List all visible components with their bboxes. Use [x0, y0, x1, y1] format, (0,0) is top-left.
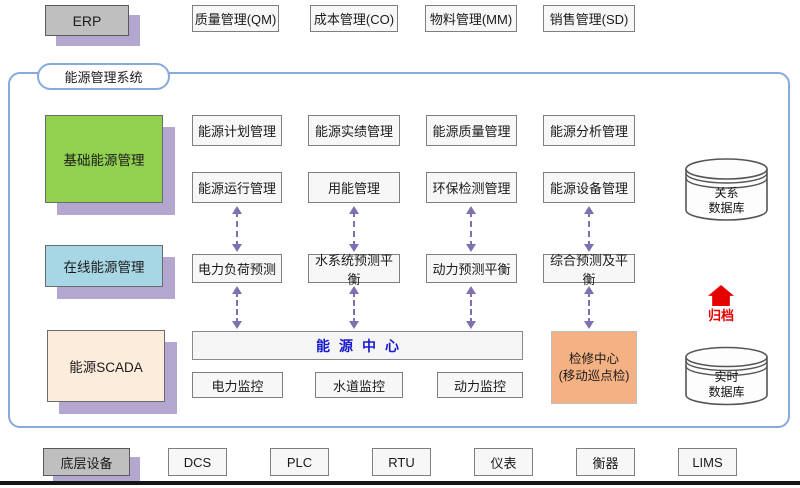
energy-use-mgmt-box: 用能管理: [308, 172, 400, 203]
flow-arrow-icon: [465, 286, 477, 329]
relational-db-line2: 数据库: [708, 201, 745, 215]
energy-analysis-mgmt-box: 能源分析管理: [543, 115, 635, 146]
power-load-forecast-box: 电力负荷预测: [192, 254, 282, 283]
flow-arrow-icon: [583, 206, 595, 252]
cost-mgmt-box: 成本管理(CO): [310, 5, 398, 32]
energy-center-bar: 能源中心: [192, 331, 523, 360]
dynamics-monitor-box: 动力监控: [437, 372, 523, 398]
scale-box: 衡器: [576, 448, 635, 476]
basic-energy-mgmt-block: 基础能源管理: [45, 115, 163, 203]
rtu-box: RTU: [372, 448, 431, 476]
energy-system-frame-label: 能源管理系统: [37, 63, 170, 90]
quality-mgmt-box: 质量管理(QM): [192, 5, 279, 32]
energy-system-frame: [8, 72, 790, 428]
energy-performance-mgmt-box: 能源实绩管理: [308, 115, 400, 146]
comprehensive-forecast-balance-box: 综合预测及平衡: [543, 253, 635, 287]
plc-box: PLC: [270, 448, 329, 476]
maintenance-center-line1: 检修中心: [568, 351, 619, 366]
realtime-db-line2: 数据库: [708, 385, 745, 399]
flow-arrow-icon: [465, 206, 477, 252]
lims-box: LIMS: [678, 448, 737, 476]
online-energy-mgmt-block: 在线能源管理: [45, 245, 163, 287]
water-monitor-box: 水道监控: [315, 372, 403, 398]
relational-database-label: 关系 数据库: [681, 186, 772, 216]
erp-box: ERP: [45, 5, 129, 36]
flow-arrow-icon: [231, 206, 243, 252]
realtime-database-label: 实时 数据库: [681, 370, 772, 400]
energy-operation-mgmt-box: 能源运行管理: [192, 172, 282, 203]
maintenance-center-line2: (移动巡点检): [558, 368, 630, 383]
relational-db-line1: 关系: [714, 186, 739, 200]
environment-monitor-mgmt-box: 环保检测管理: [426, 172, 517, 203]
power-forecast-balance-box: 动力预测平衡: [426, 254, 517, 283]
flow-arrow-icon: [348, 286, 360, 329]
dcs-box: DCS: [168, 448, 227, 476]
flow-arrow-icon: [583, 286, 595, 329]
energy-quality-mgmt-box: 能源质量管理: [426, 115, 517, 146]
maintenance-center-box: 检修中心 (移动巡点检): [551, 331, 637, 404]
material-mgmt-box: 物料管理(MM): [425, 5, 517, 32]
realtime-db-line1: 实时: [714, 370, 739, 384]
energy-scada-block: 能源SCADA: [47, 330, 165, 402]
realtime-database-icon: 实时 数据库: [681, 345, 772, 407]
archive-label: 归档: [707, 307, 734, 323]
device-layer-box: 底层设备: [43, 448, 130, 476]
instrument-box: 仪表: [474, 448, 533, 476]
flow-arrow-icon: [231, 286, 243, 329]
energy-plan-mgmt-box: 能源计划管理: [192, 115, 282, 146]
energy-equipment-mgmt-box: 能源设备管理: [543, 172, 635, 203]
ground-line: [0, 481, 800, 485]
flow-arrow-icon: [348, 206, 360, 252]
sales-mgmt-box: 销售管理(SD): [543, 5, 635, 32]
water-system-forecast-box: 水系统预测平衡: [308, 253, 400, 287]
power-monitor-box: 电力监控: [192, 372, 283, 398]
relational-database-icon: 关系 数据库: [681, 156, 772, 223]
